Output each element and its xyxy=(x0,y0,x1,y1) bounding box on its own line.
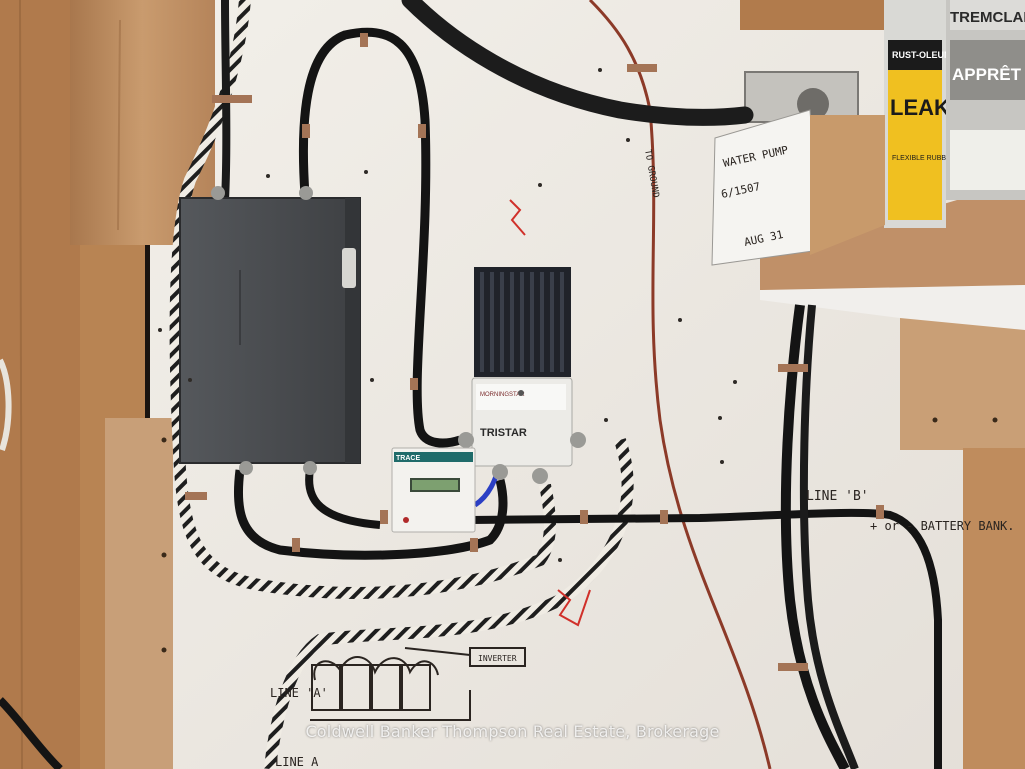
can-right-text: TREMCLAD xyxy=(950,9,1025,26)
black-cable-right xyxy=(469,508,942,769)
spray-can-right: TREMCLAD APPRÊT xyxy=(946,0,1025,200)
label-line-a-bottom: LINE A xyxy=(275,755,319,769)
label-line-b: LINE 'B' xyxy=(806,489,869,504)
can-right-sub: APPRÊT xyxy=(952,65,1022,84)
charge-controller: MORNINGSTAR TRISTAR xyxy=(458,267,586,484)
wall-screws xyxy=(158,68,737,562)
controller-maker: MORNINGSTAR xyxy=(480,392,525,398)
striped-cable-main xyxy=(169,0,556,599)
right-wood-framing xyxy=(900,310,1025,769)
meter-brand: TRACE xyxy=(396,455,420,462)
left-wood-framing xyxy=(0,0,215,769)
red-marks xyxy=(509,199,591,627)
black-cable-loop xyxy=(298,27,462,448)
striped-cable-lower xyxy=(264,438,634,769)
cable-clips xyxy=(185,33,884,671)
brokerage-watermark: Coldwell Banker Thompson Real Estate, Br… xyxy=(305,722,720,741)
label-battery-bank: + or - BATTERY BANK. xyxy=(870,519,1015,533)
controller-brand: TRISTAR xyxy=(480,427,527,439)
heatsink-fins xyxy=(480,272,564,372)
label-line-a: LINE 'A' xyxy=(270,686,328,700)
can-left-brand: RUST-OLEUM xyxy=(892,50,952,60)
battery-meter: TRACE xyxy=(391,447,476,533)
can-left-sub: FLEXIBLE RUBBER xyxy=(892,155,956,162)
black-cable-vertical-a xyxy=(780,304,850,769)
label-inverter: INVERTER xyxy=(478,654,517,663)
top-shelf xyxy=(740,0,1025,330)
top-conduit xyxy=(401,0,754,126)
breaker-panel xyxy=(179,186,361,475)
panel-latch xyxy=(342,248,356,288)
black-cable-vertical-b xyxy=(799,304,859,769)
inspection-tag: WATER PUMP 6/1507 AUG 31 xyxy=(711,109,885,266)
battery-diagram-drawing xyxy=(310,647,526,721)
spray-can-left: RUST-OLEUM LEAK SEAL FLEXIBLE RUBBER xyxy=(884,0,1015,228)
